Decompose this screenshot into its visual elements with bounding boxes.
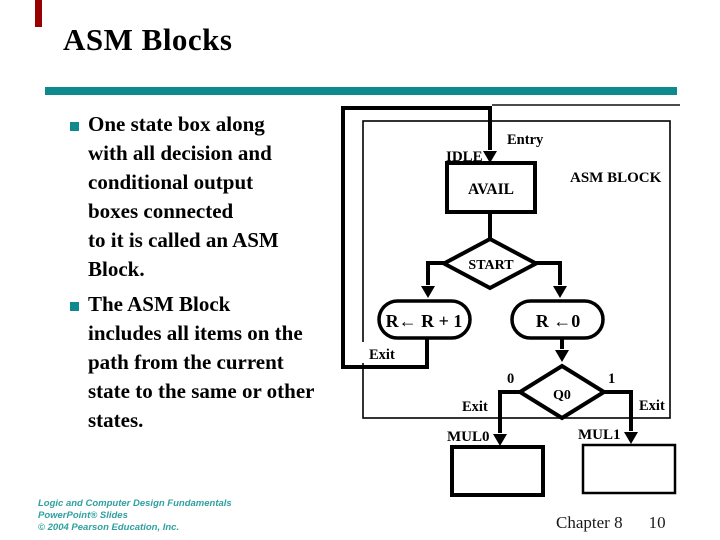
branch-0-label: 0 [507, 371, 514, 387]
bullet-text-line: conditional output [88, 170, 254, 194]
bullet-item: One state box along with all decision an… [88, 110, 358, 284]
decision-diamond-q0 [516, 363, 608, 421]
arrowhead-into-mul0 [493, 434, 507, 446]
logo-line: Logic and Computer Design Fundamentals [38, 498, 232, 509]
logo-line: PowerPoint® Slides [38, 510, 128, 521]
bullet-text-line: to it is called an ASM [88, 228, 279, 252]
conditional-output-box-right [510, 299, 605, 340]
bullet-item: The ASM Block includes all items on the … [88, 290, 358, 435]
title-underline [45, 87, 677, 95]
slide-footer-right: Chapter 8 10 [556, 513, 666, 533]
mul0-label: MUL0 [447, 429, 490, 445]
bullet-text-line: boxes connected [88, 199, 234, 223]
bullet-square-icon [70, 302, 79, 311]
mul1-label: MUL1 [578, 427, 621, 443]
bullet-text-line: path from the current [88, 350, 284, 374]
exit-left-label: Exit [369, 347, 395, 363]
exit-label-backing [362, 342, 404, 363]
branch-1-label: 1 [608, 371, 615, 387]
publisher-logo: Logic and Computer Design Fundamentals P… [38, 498, 232, 534]
logo-line: © 2004 Pearson Education, Inc. [38, 522, 180, 533]
state-box-avail [445, 161, 537, 214]
conditional-output-box-left [377, 299, 472, 340]
asm-block-boundary [362, 120, 671, 419]
arrowhead-into-cond-right [553, 286, 567, 298]
page-title: ASM Blocks [63, 22, 233, 57]
feedback-path [341, 106, 492, 369]
bullet-text-line: includes all items on the [88, 321, 303, 345]
q0-branch-0 [498, 390, 521, 433]
state-box-mul0 [450, 445, 545, 497]
avail-label: AVAIL [468, 181, 514, 198]
arrowhead-into-cond-left [421, 286, 435, 298]
exit-path-left [341, 336, 429, 369]
page-number: 10 [648, 513, 666, 532]
arrowhead-into-avail [483, 151, 497, 163]
arrowhead-into-q0 [555, 350, 569, 362]
bullet-text-line: The ASM Block [88, 292, 231, 316]
arrowhead-into-mul1 [624, 432, 638, 444]
asm-block-label: ASM BLOCK [570, 170, 662, 186]
q0-branch-1 [602, 390, 633, 431]
bullet-text-line: Block. [88, 257, 145, 281]
slide-accent-bar [35, 0, 42, 27]
bullet-text-line: One state box along [88, 112, 265, 136]
state-box-mul1 [581, 443, 677, 495]
cond-left-label: R← R + 1 [386, 311, 463, 331]
bullet-text-line: states. [88, 408, 144, 432]
entry-label: Entry [507, 132, 544, 148]
q0-label: Q0 [553, 388, 571, 403]
bullet-text-line: state to the same or other [88, 379, 315, 403]
cond-right-label: R ←0 [536, 311, 581, 331]
idle-state-label: IDLE [446, 149, 483, 165]
decision-diamond-start [439, 236, 541, 291]
start-branch-right [534, 261, 562, 285]
bullet-square-icon [70, 122, 79, 131]
start-label: START [468, 258, 514, 273]
chapter-label: Chapter 8 [556, 513, 623, 532]
exit-mid-label: Exit [462, 399, 488, 415]
bullet-text-line: with all decision and [88, 141, 272, 165]
exit-right-label: Exit [639, 398, 665, 414]
